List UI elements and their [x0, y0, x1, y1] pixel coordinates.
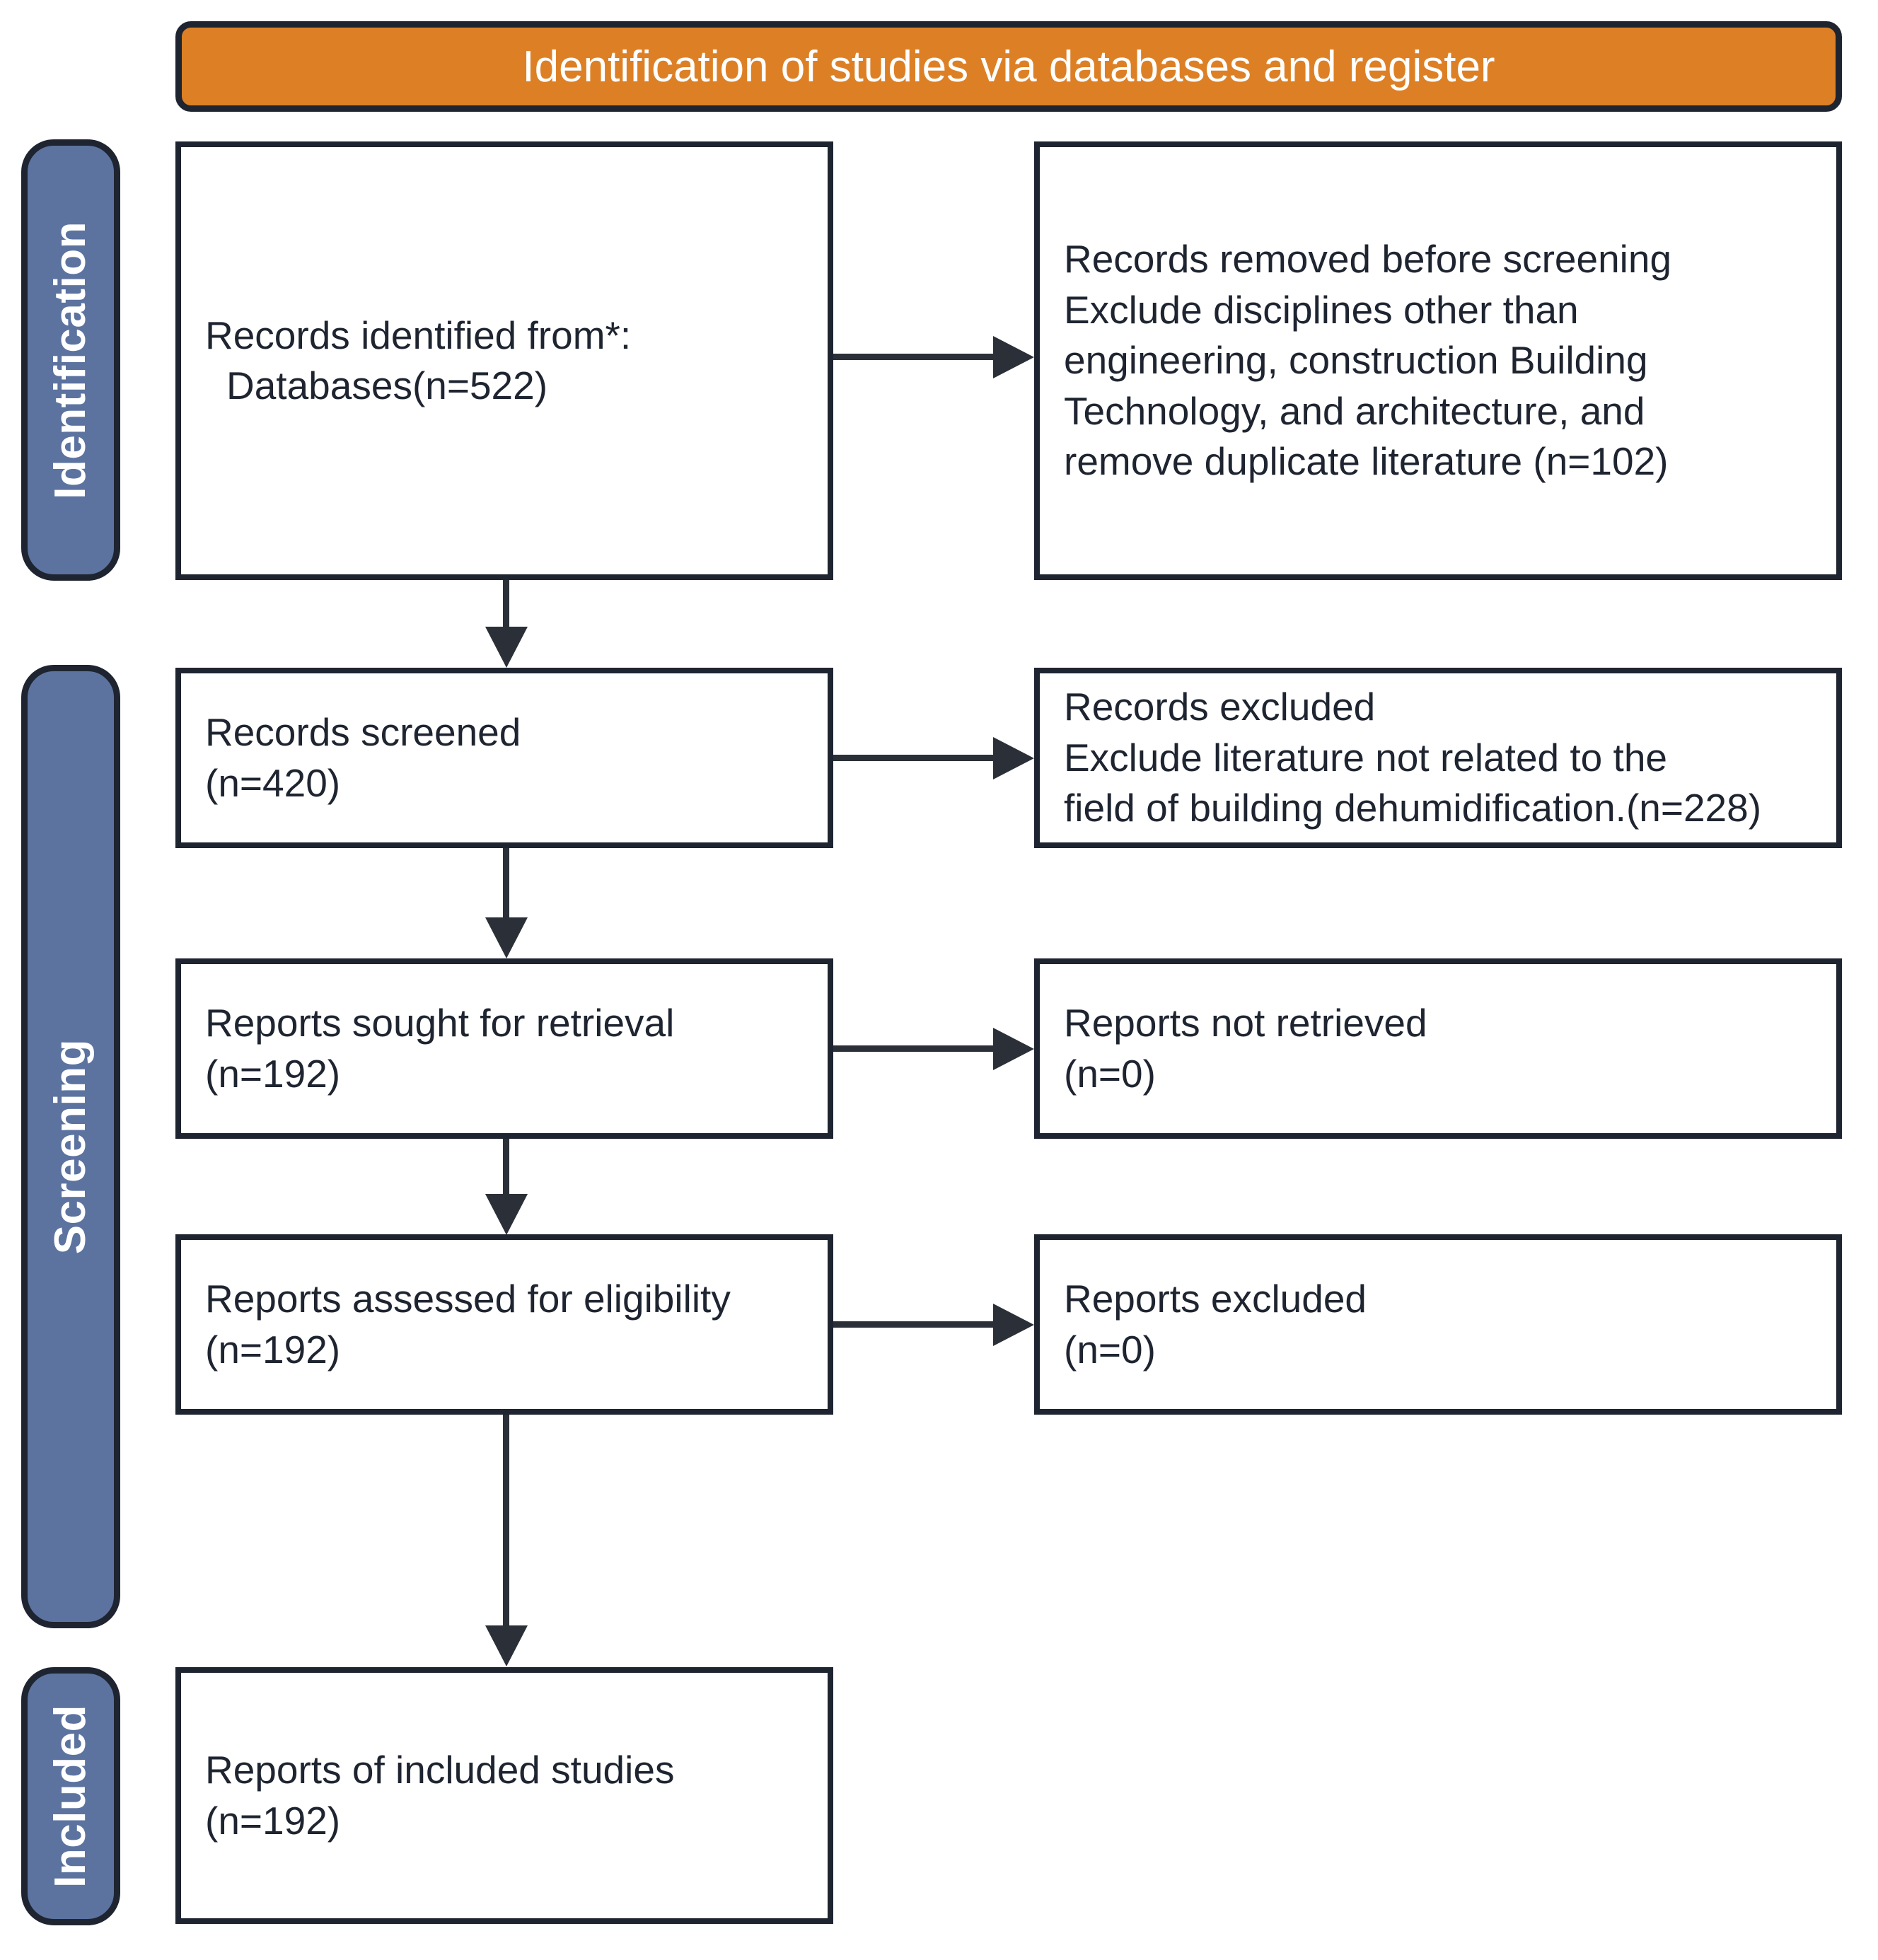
- box-reports-sought: Reports sought for retrieval (n=192): [175, 958, 833, 1139]
- box-reports-excluded-line-1: Reports excluded: [1064, 1277, 1367, 1321]
- box-records-removed-line-5: remove duplicate literature (n=102): [1064, 439, 1669, 484]
- arrowhead-sought-to-not-retrieved: [993, 1028, 1034, 1070]
- box-reports-not-retrieved-line-1: Reports not retrieved: [1064, 1001, 1427, 1045]
- box-records-screened-line-1: Records screened: [205, 710, 521, 754]
- connector-identified-to-screened: [503, 580, 509, 631]
- arrowhead-assessed-to-included: [485, 1625, 528, 1666]
- box-reports-assessed-line-1: Reports assessed for eligibility: [205, 1277, 731, 1321]
- box-records-removed-line-1: Records removed before screening: [1064, 237, 1672, 282]
- connector-sought-to-assessed: [503, 1139, 509, 1195]
- box-records-removed-line-4: Technology, and architecture, and: [1064, 388, 1645, 433]
- box-reports-included-line-1: Reports of included studies: [205, 1748, 675, 1792]
- box-records-identified-line-2: Databases(n=522): [226, 364, 548, 407]
- arrowhead-identified-to-screened: [485, 627, 528, 668]
- stage-label-included: Included: [21, 1667, 120, 1925]
- box-records-excluded: Records excluded Exclude literature not …: [1034, 668, 1842, 848]
- box-records-removed-line-2: Exclude disciplines other than: [1064, 287, 1579, 332]
- box-reports-excluded-line-2: (n=0): [1064, 1327, 1156, 1372]
- box-records-screened-line-2: (n=420): [205, 760, 341, 805]
- banner-title: Identification of studies via databases …: [522, 42, 1495, 91]
- arrowhead-sought-to-assessed: [485, 1194, 528, 1235]
- stage-label-identification-text: Identification: [46, 221, 95, 499]
- box-records-removed-line-3: engineering, construction Building: [1064, 338, 1648, 383]
- box-reports-excluded: Reports excluded (n=0): [1034, 1234, 1842, 1415]
- box-records-screened: Records screened (n=420): [175, 668, 833, 848]
- stage-label-screening-text: Screening: [46, 1038, 95, 1255]
- box-reports-included: Reports of included studies (n=192): [175, 1667, 833, 1924]
- box-records-removed: Records removed before screening Exclude…: [1034, 141, 1842, 580]
- box-records-excluded-line-1: Records excluded: [1064, 685, 1376, 729]
- arrowhead-assessed-to-excluded: [993, 1304, 1034, 1346]
- arrowhead-identified-to-removed: [993, 336, 1034, 378]
- connector-identified-to-removed: [833, 354, 993, 360]
- box-reports-sought-line-2: (n=192): [205, 1051, 341, 1096]
- box-records-identified-line-1: Records identified from*:: [205, 313, 632, 357]
- box-reports-assessed-line-2: (n=192): [205, 1327, 341, 1372]
- stage-label-screening: Screening: [21, 665, 120, 1628]
- connector-screened-to-sought: [503, 848, 509, 919]
- box-reports-sought-line-1: Reports sought for retrieval: [205, 1001, 675, 1045]
- box-reports-assessed: Reports assessed for eligibility (n=192): [175, 1234, 833, 1415]
- connector-assessed-to-excluded: [833, 1321, 993, 1328]
- stage-label-included-text: Included: [46, 1705, 95, 1888]
- connector-sought-to-not-retrieved: [833, 1045, 993, 1052]
- connector-assessed-to-included: [503, 1415, 509, 1627]
- box-reports-not-retrieved-line-2: (n=0): [1064, 1051, 1156, 1096]
- arrowhead-screened-to-sought: [485, 917, 528, 958]
- box-records-identified: Records identified from*: Databases(n=52…: [175, 141, 833, 580]
- arrowhead-screened-to-excluded: [993, 737, 1034, 779]
- box-reports-included-line-2: (n=192): [205, 1798, 341, 1843]
- connector-screened-to-excluded: [833, 755, 993, 761]
- box-records-excluded-line-2: Exclude literature not related to the: [1064, 735, 1668, 779]
- banner-identification-via-databases: Identification of studies via databases …: [175, 21, 1842, 112]
- box-records-excluded-line-3: field of building dehumidification.(n=22…: [1064, 786, 1762, 830]
- box-reports-not-retrieved: Reports not retrieved (n=0): [1034, 958, 1842, 1139]
- stage-label-identification: Identification: [21, 139, 120, 581]
